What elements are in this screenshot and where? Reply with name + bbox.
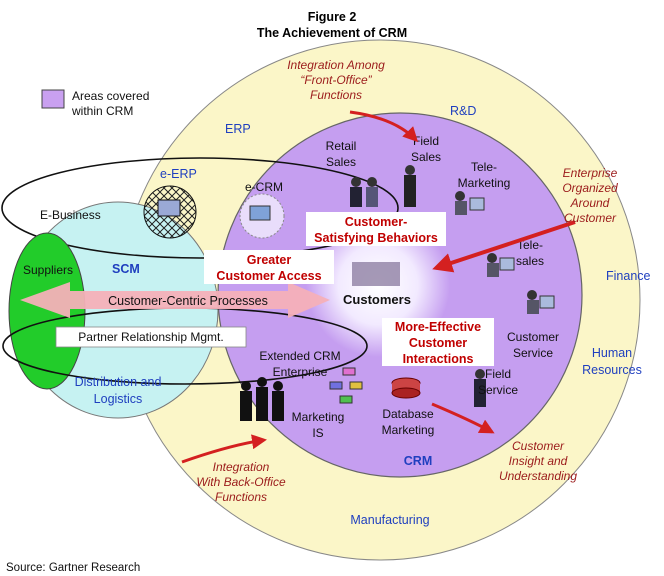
legend-label-2: within CRM: [71, 104, 133, 118]
telemarketing-label: Tele-: [471, 160, 497, 174]
erp-label: ERP: [225, 122, 251, 136]
field-service-label: Field: [485, 367, 511, 381]
retail-sales-icon: [350, 177, 378, 207]
field-sales-label-2: Sales: [411, 150, 441, 164]
crm-label: CRM: [404, 454, 432, 468]
enterprise-callout: Enterprise: [563, 166, 618, 180]
e-crm-icon: [239, 193, 285, 239]
field-sales-icon: [404, 165, 416, 207]
extended-crm-label: Extended CRM: [259, 349, 340, 363]
effective-label: More-Effective: [395, 320, 481, 334]
front-office-arrow: [349, 110, 419, 143]
figure-label: Figure 2: [308, 10, 357, 24]
customer-service-label: Customer: [507, 330, 559, 344]
access-box: [204, 250, 334, 284]
access-label-2: Customer Access: [216, 269, 321, 283]
prm-box: [55, 326, 247, 348]
org-chart-icon: [329, 367, 363, 404]
database-marketing-label-2: Marketing: [382, 423, 435, 437]
database-icon: [391, 377, 421, 399]
e-crm-label: e-CRM: [245, 180, 283, 194]
back-office-callout-2: With Back-Office: [196, 475, 286, 489]
effective-box: [382, 318, 494, 366]
suppliers-label: Suppliers: [23, 263, 73, 277]
customer-centric-label: Customer-Centric Processes: [108, 294, 268, 308]
insight-callout-3: Understanding: [499, 469, 577, 483]
telemarketing-label-2: Marketing: [458, 176, 511, 190]
satisfying-box: [306, 212, 446, 246]
telemarketing-icon: [455, 191, 485, 215]
field-service-label-2: Service: [478, 383, 518, 397]
hr-label: Human: [592, 346, 632, 360]
telesales-icon: [487, 253, 515, 277]
satisfying-label: Customer-: [345, 215, 408, 229]
rd-label: R&D: [450, 104, 476, 118]
customer-service-icon: [527, 290, 555, 314]
web-icon: [143, 185, 197, 239]
field-service-icon: [474, 369, 486, 407]
back-office-callout: Integration: [213, 460, 270, 474]
customers-crowd-icon: [352, 262, 400, 286]
legend-swatch: [41, 89, 65, 109]
scm-label: SCM: [112, 262, 140, 276]
retail-sales-label-2: Sales: [326, 155, 356, 169]
database-marketing-label: Database: [382, 407, 434, 421]
enterprise-callout-4: Customer: [564, 211, 617, 225]
enterprise-callout-3: Around: [570, 196, 610, 210]
back-office-arrow: [181, 434, 267, 464]
suppliers-ellipse: [8, 232, 86, 390]
retail-sales-label: Retail: [326, 139, 357, 153]
prm-label: Partner Relationship Mgmt.: [78, 330, 223, 344]
customers-label: Customers: [343, 292, 411, 307]
hr-label-2: Resources: [582, 363, 642, 377]
effective-label-2: Customer: [409, 336, 467, 350]
ebusiness-ellipse: [1, 157, 399, 259]
insight-arrow: [431, 402, 495, 434]
manufacturing-label: Manufacturing: [350, 513, 429, 527]
finance-label: Finance: [606, 269, 651, 283]
marketing-is-label-2: IS: [312, 426, 323, 440]
customer-service-label-2: Service: [513, 346, 553, 360]
access-label: Greater: [247, 253, 292, 267]
insight-callout: Customer: [512, 439, 565, 453]
insight-callout-2: Insight and: [509, 454, 568, 468]
front-office-callout-3: Functions: [310, 88, 362, 102]
people-silhouettes-icon: [240, 377, 284, 421]
ebusiness-label: E-Business: [40, 208, 101, 222]
telesales-label-2: sales: [516, 254, 544, 268]
front-office-callout: Integration Among: [287, 58, 385, 72]
extended-crm-label-2: Enterprise: [273, 365, 328, 379]
enterprise-callout-2: Organized: [562, 181, 618, 195]
effective-label-3: Interactions: [403, 352, 474, 366]
field-sales-label: Field: [413, 134, 439, 148]
diagram-title: The Achievement of CRM: [257, 26, 407, 40]
distribution-label: Distribution and: [75, 375, 162, 389]
back-office-callout-3: Functions: [215, 490, 267, 504]
enterprise-arrow: [432, 220, 576, 273]
customer-centric-arrow: [20, 282, 330, 318]
source-note: Source: Gartner Research: [6, 562, 140, 574]
e-erp-label: e-ERP: [160, 167, 197, 181]
marketing-is-label: Marketing: [292, 410, 345, 424]
telesales-label: Tele-: [517, 238, 543, 252]
satisfying-label-2: Satisfying Behaviors: [314, 231, 438, 245]
distribution-label-2: Logistics: [94, 392, 143, 406]
legend-label: Areas covered: [72, 89, 149, 103]
front-office-callout-2: “Front-Office”: [300, 73, 372, 87]
